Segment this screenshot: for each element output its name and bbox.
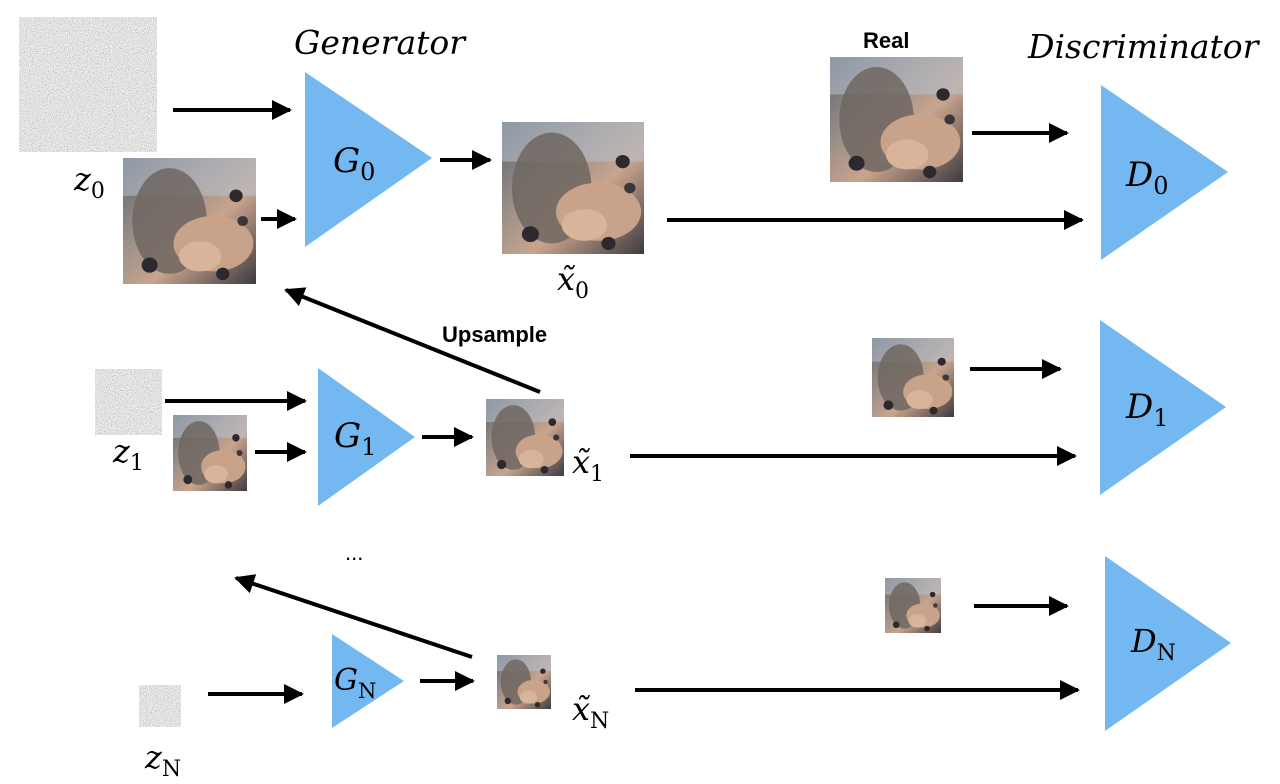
generator-gn — [332, 634, 404, 728]
discriminator-heading: Discriminator — [1027, 27, 1261, 66]
noise-image-z0 — [19, 17, 157, 152]
real-label: Real — [863, 28, 909, 53]
noise-label-z0: z0 — [73, 160, 105, 204]
discriminator-d0 — [1101, 85, 1228, 260]
generated-image-xn — [497, 655, 551, 709]
noise-image-z1 — [95, 369, 162, 435]
real-image-1 — [872, 338, 954, 417]
output-label-xn: x̃N — [572, 690, 609, 734]
generator-heading: Generator — [294, 23, 467, 62]
output-label-x1: x̃1 — [572, 443, 604, 487]
generator-g1 — [318, 368, 415, 506]
generated-image-x0 — [502, 122, 644, 254]
upsample-label: Upsample — [442, 322, 547, 347]
generator-label-gn: GN — [334, 663, 376, 703]
real-image-n — [885, 578, 941, 633]
upsample-arrow-n — [234, 574, 473, 659]
discriminator-label-d0: D0 — [1125, 155, 1169, 200]
ellipsis: ... — [345, 540, 363, 565]
generator-g0 — [305, 72, 432, 247]
discriminator-label-dn: DN — [1130, 622, 1176, 666]
generator-label-g0: G0 — [333, 141, 375, 186]
generator-label-g1: G1 — [334, 416, 376, 461]
noise-image-zn — [139, 685, 181, 727]
upsampled-image-0 — [123, 158, 256, 284]
generated-image-x1 — [486, 399, 564, 476]
discriminator-label-d1: D1 — [1125, 387, 1169, 432]
output-label-x0: x̃0 — [557, 260, 589, 304]
discriminator-dn — [1105, 556, 1231, 731]
noise-label-zn: zN — [144, 738, 181, 782]
real-image-0 — [830, 57, 963, 182]
upsample-arrow-1 — [284, 287, 541, 394]
noise-label-z1: z1 — [112, 432, 144, 476]
discriminator-d1 — [1100, 320, 1226, 495]
upsampled-image-1 — [173, 415, 247, 491]
